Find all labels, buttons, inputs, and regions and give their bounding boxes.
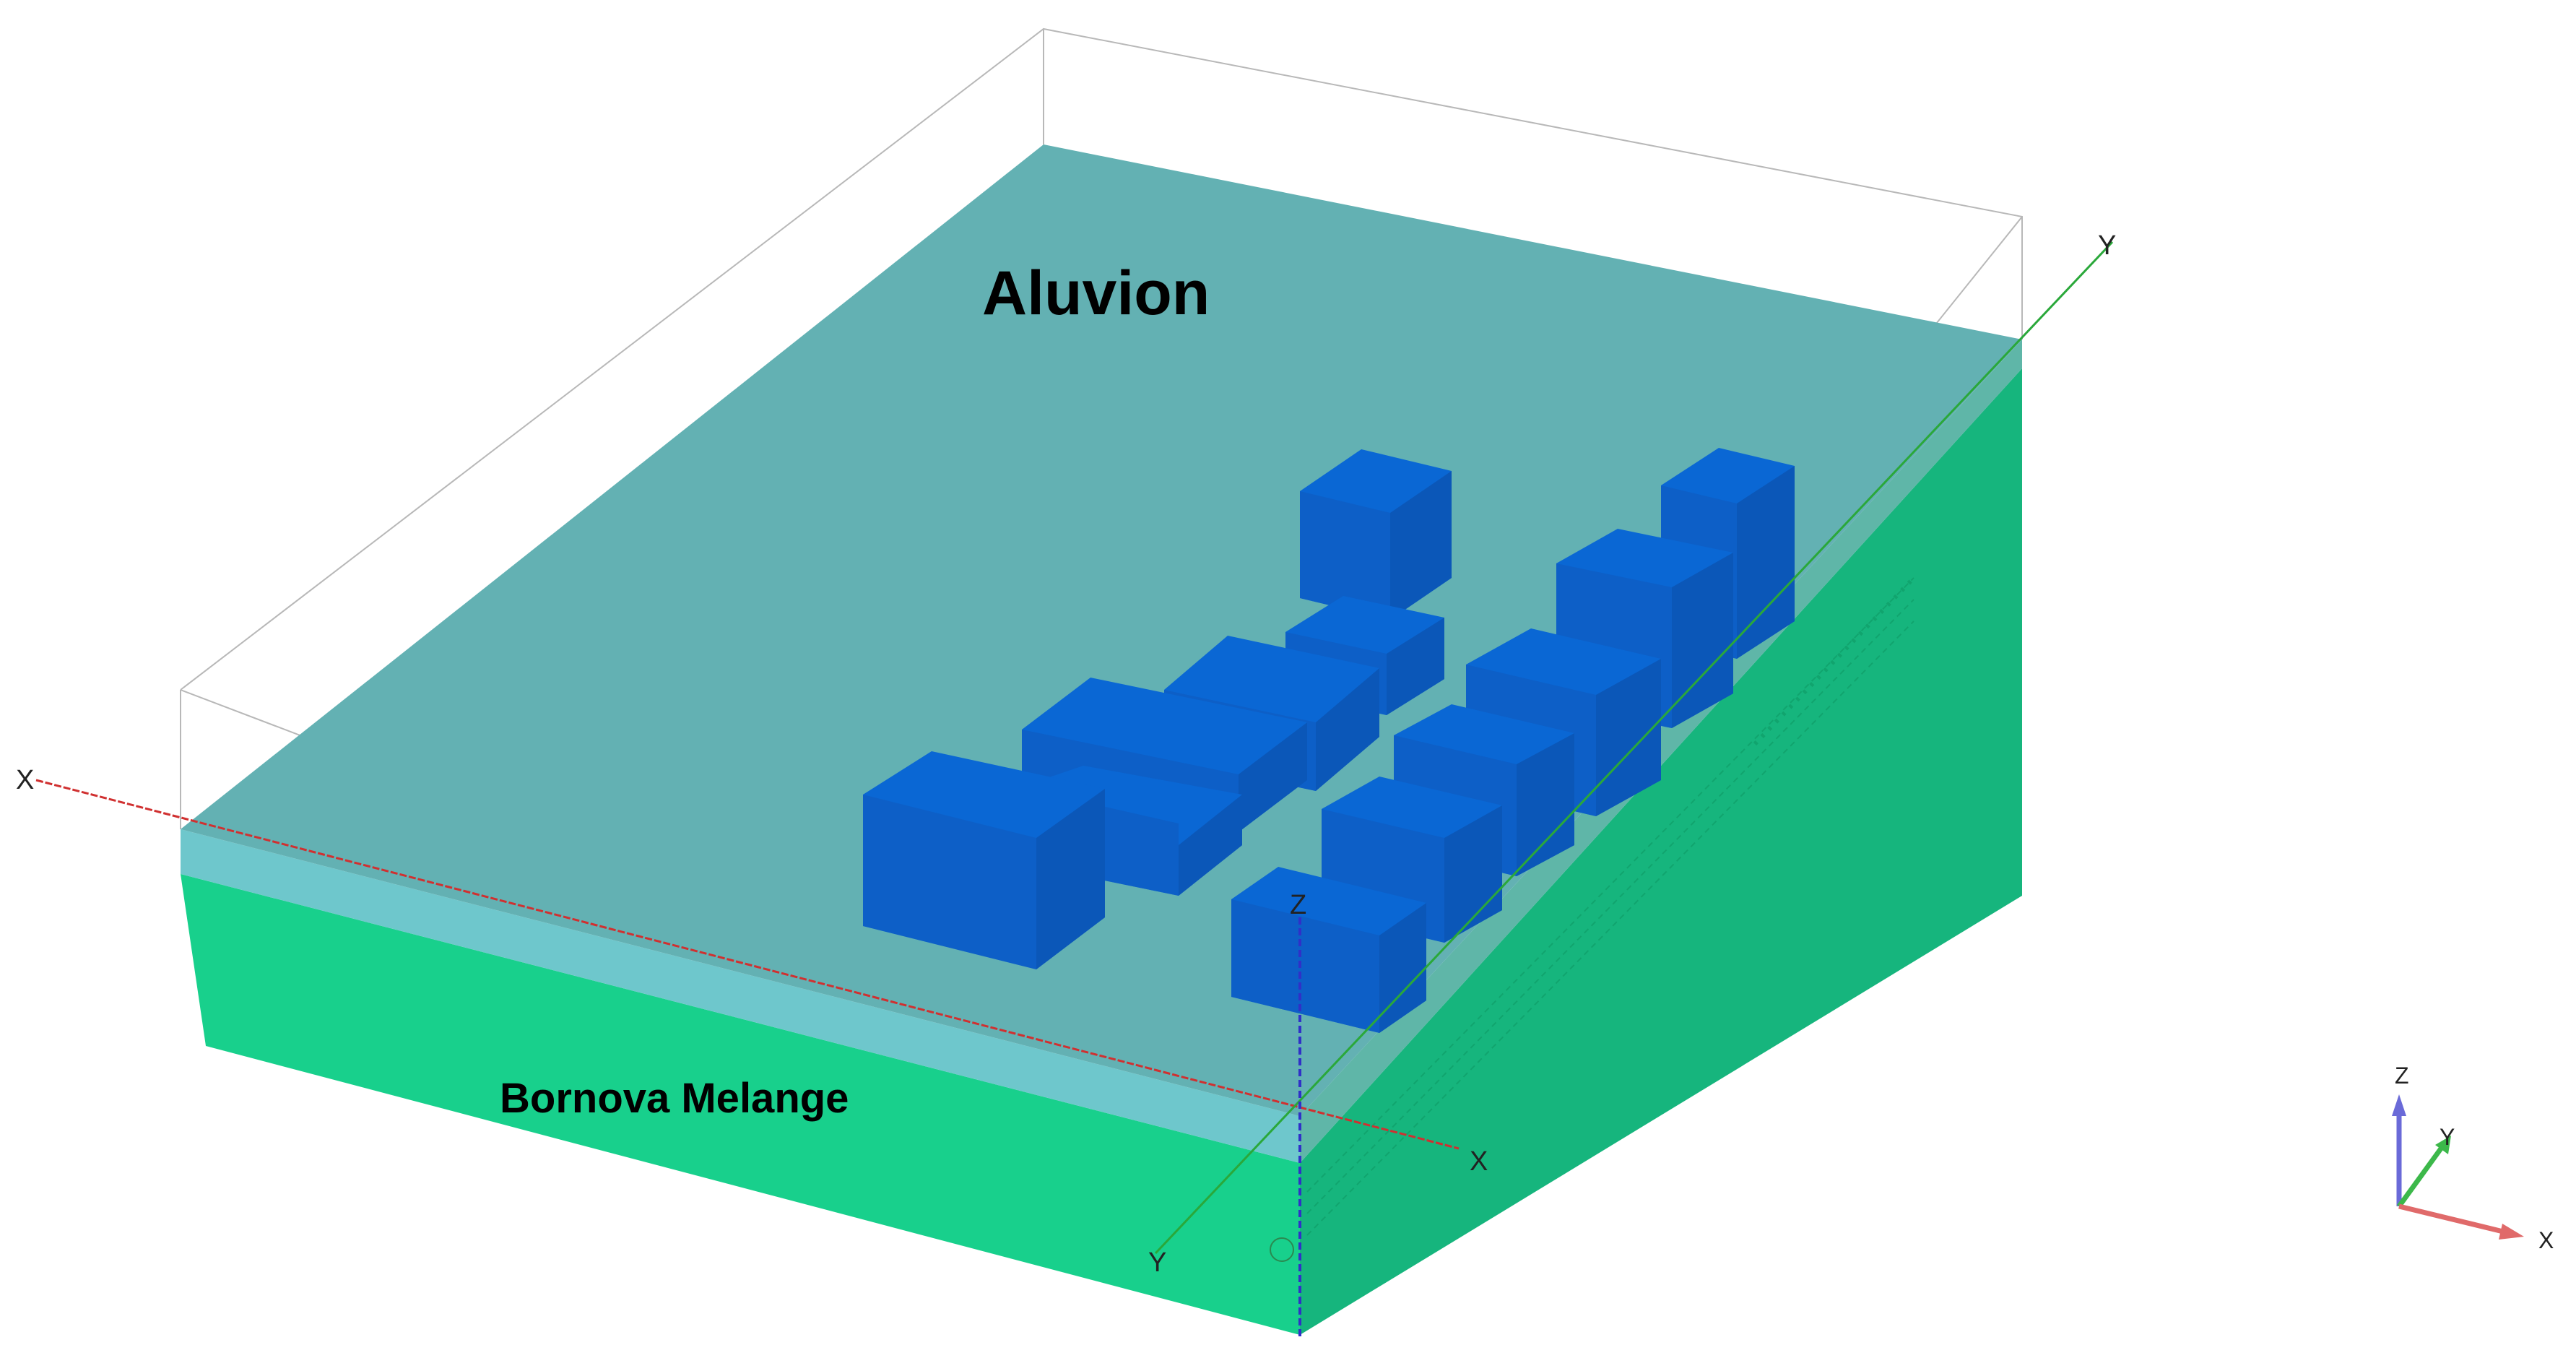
aluvion-label: Aluvion	[982, 259, 1210, 328]
aluvion-top-face	[181, 144, 2022, 1116]
building-blocks	[863, 448, 1795, 1033]
melange-right-face	[1300, 368, 2022, 1335]
triad-z-label: Z	[2395, 1063, 2409, 1089]
triad-x-axis	[2398, 1203, 2507, 1235]
orientation-triad[interactable]: Z Y X	[2392, 1063, 2554, 1253]
z-axis-label: Z	[1290, 890, 1306, 920]
y-axis-label-top: Y	[2098, 230, 2116, 261]
y-axis-line	[1154, 241, 2114, 1255]
melange-front-face	[181, 874, 1300, 1335]
building-block	[1300, 449, 1452, 620]
triad-y-axis	[2397, 1146, 2443, 1208]
aluvion-front-face	[181, 829, 1300, 1163]
x-axis-label-right: X	[1470, 1146, 1488, 1177]
x-axis-line	[35, 779, 1460, 1150]
x-axis-label-left: X	[16, 765, 34, 795]
bornova-melange-layer	[181, 368, 2022, 1335]
boundary-grid	[1306, 576, 1916, 1236]
bornova-melange-label: Bornova Melange	[500, 1075, 849, 1122]
building-block	[1231, 867, 1426, 1033]
model-axes	[35, 241, 2114, 1336]
origin-marker	[1270, 1237, 1294, 1262]
building-block	[863, 751, 1105, 969]
triad-y-label: Y	[2440, 1124, 2455, 1150]
y-axis-label-bottom: Y	[1148, 1247, 1166, 1278]
triad-x-label: X	[2538, 1227, 2554, 1253]
